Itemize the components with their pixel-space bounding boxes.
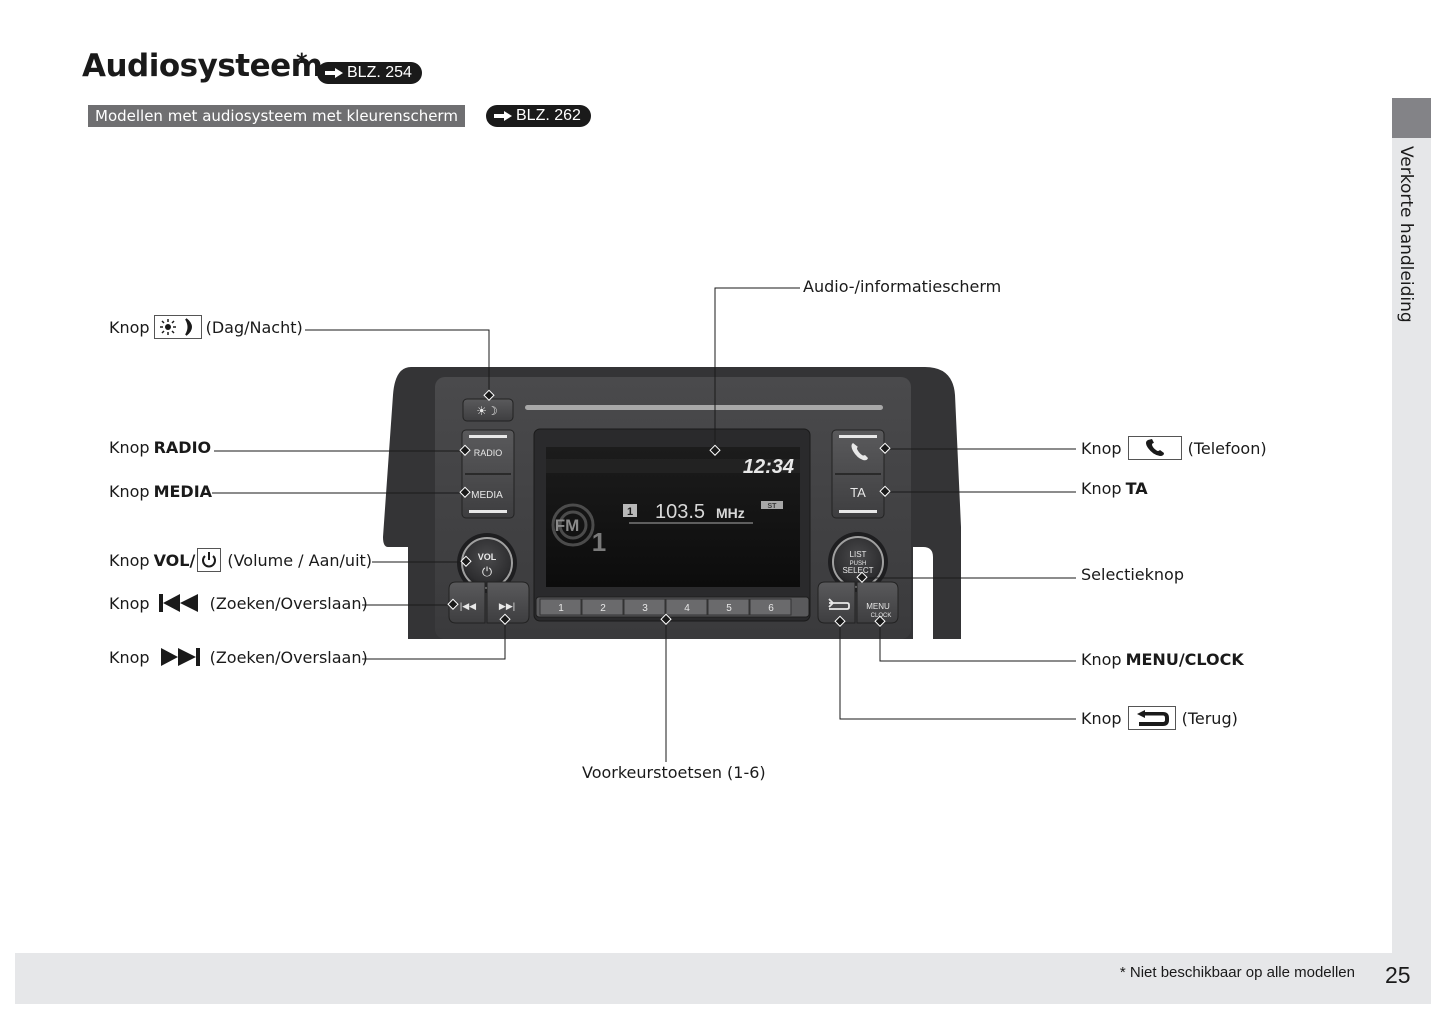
page-reference-label: BLZ. 262 <box>516 107 581 124</box>
callout-seek-forward: Knop (Zoeken/Overslaan) <box>109 647 368 667</box>
section-tab-marker <box>1392 98 1431 138</box>
preset-button-4[interactable] <box>665 598 708 616</box>
svg-text:ST: ST <box>768 503 778 510</box>
sun-moon-icon <box>153 315 202 339</box>
arrow-right-icon <box>494 111 512 121</box>
svg-text:RADIO: RADIO <box>474 448 503 458</box>
svg-text:☀☽: ☀☽ <box>476 404 498 418</box>
svg-text:⏻: ⏻ <box>482 564 492 579</box>
page-reference-label: BLZ. 254 <box>347 64 412 81</box>
callout-seek-back: Knop (Zoeken/Overslaan) <box>109 593 368 613</box>
callout-selector: Selectieknop <box>1081 565 1184 584</box>
disc-slot <box>525 405 883 410</box>
callout-vol: Knop VOL/ (Volume / Aan/uit) <box>109 548 372 572</box>
preset-button-2[interactable] <box>581 598 624 616</box>
svg-text:103.5: 103.5 <box>655 501 705 523</box>
section-tab[interactable] <box>1392 138 1431 953</box>
svg-text:PUSH: PUSH <box>850 561 867 567</box>
svg-text:1: 1 <box>592 527 606 557</box>
svg-text:MHz: MHz <box>716 505 745 521</box>
availability-marker: * <box>296 50 308 75</box>
preset-label: 3 <box>642 603 648 614</box>
svg-text:TA: TA <box>850 485 866 500</box>
callout-back: Knop (Terug) <box>1081 706 1238 730</box>
footnote: * Niet beschikbaar op alle modellen <box>1119 964 1355 981</box>
preset-label: 6 <box>768 603 774 614</box>
svg-text:FM: FM <box>555 516 580 535</box>
page-title: Audiosysteem <box>82 48 323 84</box>
preset-button-3[interactable] <box>623 598 666 616</box>
svg-text:CLOCK: CLOCK <box>871 613 892 619</box>
preset-button-5[interactable] <box>707 598 750 616</box>
page-number: 25 <box>1385 962 1411 988</box>
svg-text:12:34: 12:34 <box>743 456 794 478</box>
arrow-right-icon <box>325 68 343 78</box>
callout-day-night: Knop (Dag/Nacht) <box>109 315 303 339</box>
callout-ta: Knop TA <box>1081 479 1148 498</box>
model-variant-label: Modellen met audiosysteem met kleurensch… <box>88 105 465 127</box>
preset-label: 5 <box>726 603 732 614</box>
color-screen-reference-link[interactable]: BLZ. 262 <box>486 105 591 127</box>
preset-label: 1 <box>558 603 564 614</box>
page-footer <box>15 953 1431 1004</box>
svg-text:|◀◀: |◀◀ <box>460 601 476 611</box>
svg-text:SELECT: SELECT <box>842 566 873 575</box>
callout-presets: Voorkeurstoetsen (1-6) <box>582 763 766 782</box>
callout-screen: Audio-/informatiescherm <box>803 277 1002 296</box>
section-tab-label: Verkorte handleiding <box>1396 146 1416 323</box>
svg-text:MENU: MENU <box>866 602 890 611</box>
svg-text:LIST: LIST <box>850 550 867 559</box>
skip-forward-icon <box>160 648 200 666</box>
callout-media: Knop MEDIA <box>109 482 213 501</box>
phone-icon <box>1127 436 1182 460</box>
svg-text:1: 1 <box>627 506 633 518</box>
callout-menu-clock: Knop MENU/CLOCK <box>1081 650 1244 669</box>
preset-button-6[interactable] <box>749 598 792 616</box>
preset-label: 2 <box>600 603 606 614</box>
preset-button-1[interactable] <box>539 598 582 616</box>
power-icon <box>197 548 222 572</box>
page-reference-link[interactable]: BLZ. 254 <box>317 62 422 84</box>
skip-back-icon <box>158 594 198 612</box>
back-arrow-icon <box>1127 706 1176 730</box>
audio-unit-illustration: ☀☽ RADIO MEDIA VOL ⏻ |◀◀ ▶▶| 12:34 FM 1 … <box>383 367 961 639</box>
callout-phone: Knop (Telefoon) <box>1081 436 1267 460</box>
svg-text:▶▶|: ▶▶| <box>499 601 515 611</box>
svg-text:VOL: VOL <box>478 552 497 562</box>
svg-text:MEDIA: MEDIA <box>471 490 503 501</box>
preset-label: 4 <box>684 603 690 614</box>
callout-radio: Knop RADIO <box>109 438 212 457</box>
